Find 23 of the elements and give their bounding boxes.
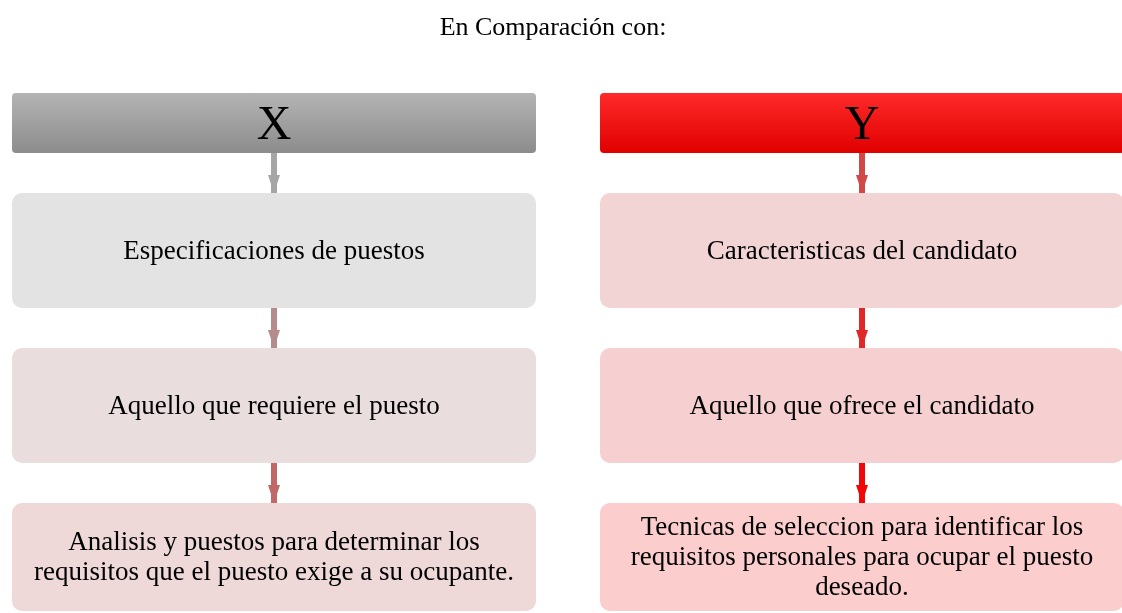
header-label: Y (844, 96, 880, 150)
arrow (268, 153, 280, 193)
arrow (268, 308, 280, 348)
box-text: Caracteristicas del candidato (706, 235, 1018, 266)
process-box (12, 503, 536, 611)
process-box (12, 193, 536, 308)
arrow (856, 308, 868, 348)
process-box (12, 348, 536, 463)
arrow (856, 153, 868, 193)
process-box (600, 193, 1122, 308)
arrow (268, 463, 280, 503)
arrow (856, 463, 868, 503)
box-text: Tecnicas de seleccion para identificar los requisitos personales para ocupar el puesto deseado. (629, 512, 1095, 602)
header-label: X (256, 96, 292, 150)
box-text: Aquello que requiere el puesto (108, 390, 440, 421)
header-bar (600, 93, 1122, 153)
process-box (600, 348, 1122, 463)
header-bar (12, 93, 536, 153)
box-text: Aquello que ofrece el candidato (689, 390, 1035, 421)
title: En Comparación con: (438, 12, 668, 42)
process-box (600, 503, 1122, 611)
box-text: Analisis y puestos para determinar los requisitos que el puesto exige a su ocupante. (33, 527, 515, 587)
box-text: Especificaciones de puestos (123, 235, 425, 266)
